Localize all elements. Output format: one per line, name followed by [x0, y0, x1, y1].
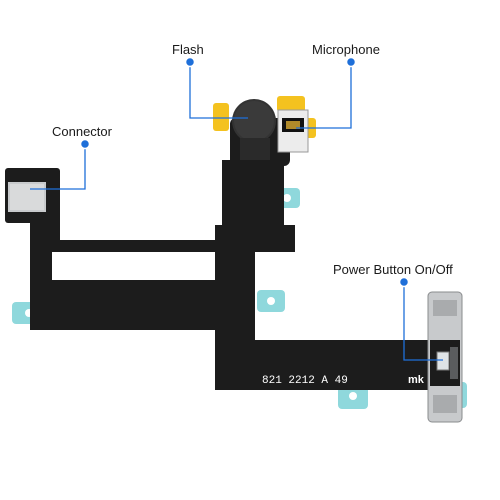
cable-logo: mk	[408, 374, 425, 386]
callout-dot	[79, 138, 91, 150]
callout-label-flash: Flash	[172, 42, 204, 57]
callout-line-flash	[189, 62, 248, 119]
callout-dot	[184, 56, 196, 68]
flex-cable	[5, 118, 430, 390]
flash-icon	[213, 99, 276, 160]
power-button-icon	[427, 291, 463, 423]
microphone-icon	[277, 96, 316, 153]
callout-dots	[79, 56, 410, 288]
callout-label-microphone: Microphone	[312, 42, 380, 57]
callout-dot	[398, 276, 410, 288]
callout-line-connector	[30, 144, 86, 190]
callout-lines	[30, 62, 443, 361]
mounting-tab-hole	[283, 194, 291, 202]
mounting-tab-hole	[267, 297, 275, 305]
callout-line-power	[403, 282, 443, 361]
callout-dot	[345, 56, 357, 68]
callout-label-connector: Connector	[52, 124, 112, 139]
callout-line-microphone	[296, 62, 352, 129]
mounting-tab-hole	[349, 392, 357, 400]
connector-icon	[8, 182, 46, 212]
callout-label-power-button: Power Button On/Off	[333, 262, 453, 277]
cable-marking: 821 2212 A 49	[262, 375, 348, 387]
